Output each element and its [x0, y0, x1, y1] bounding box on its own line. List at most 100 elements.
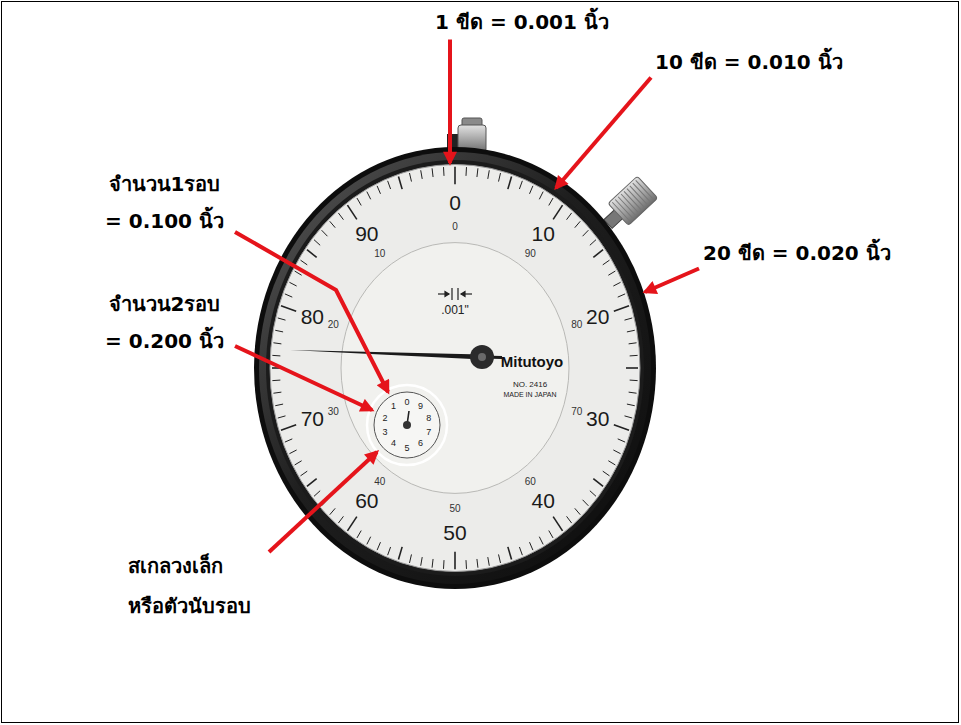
scale-tick [603, 471, 610, 476]
callout-arrow [235, 232, 388, 392]
scale-tick [285, 294, 292, 297]
counter-digit: 1 [391, 401, 396, 411]
scale-tick [300, 471, 307, 476]
knurl-line [618, 197, 636, 216]
scale-tick [630, 355, 638, 357]
resolution-mark: .001" [441, 304, 469, 318]
counter-hub [403, 421, 411, 429]
model-number: NO. 2416 [513, 380, 547, 389]
knurl-line [624, 191, 642, 210]
scale-tick [278, 318, 286, 320]
screw-knob [608, 176, 658, 225]
scale-tick [603, 260, 610, 265]
scale-tick [443, 560, 445, 569]
bezel-rim [259, 152, 651, 584]
scale-tick [377, 542, 380, 550]
scale-tick [549, 531, 553, 538]
scale-tick [608, 271, 615, 275]
scale-tick [409, 173, 411, 182]
knurl-line [636, 180, 654, 199]
knurling [612, 180, 653, 221]
dial-number: 0 [449, 191, 461, 215]
callout-text: จำนวน2รอบ = 0.200 นิ้ว [100, 286, 229, 360]
callout-text: จำนวน1รอบ = 0.100 นิ้ว [100, 166, 229, 240]
counter-digit: 5 [404, 443, 409, 453]
scale-tick [488, 557, 489, 566]
dial-number: 30 [586, 407, 609, 431]
scale-tick [477, 559, 478, 568]
resolution-symbol [438, 288, 472, 300]
scale-tick [272, 380, 280, 382]
scale-tick [367, 537, 371, 545]
scale-tick [421, 170, 422, 179]
scale-tick [590, 240, 596, 246]
scale-tick [519, 547, 522, 555]
reverse-dial-number: 20 [328, 319, 339, 331]
scale-tick [627, 404, 635, 406]
callout-text: 20 ขีด = 0.020 นิ้ว [703, 242, 891, 265]
scale-tick [300, 260, 307, 265]
callout-text: 10 ขีด = 0.010 นิ้ว [655, 51, 843, 74]
counter-digit: 7 [426, 427, 431, 437]
pointer-hub [470, 345, 494, 369]
counter-highlight-ring [367, 385, 447, 465]
scale-tick [618, 294, 625, 297]
dial-number: 70 [301, 407, 324, 431]
scale-ticks [272, 167, 638, 570]
bezel-outer [254, 147, 656, 589]
scale-tick [314, 491, 320, 497]
main-pointer [290, 350, 482, 360]
scale-tick [289, 450, 296, 454]
counter-digit: 0 [404, 397, 409, 407]
symbol-head [461, 292, 465, 297]
scale-tick [409, 554, 411, 563]
dial-number: 10 [531, 222, 554, 246]
reverse-dial-number: 10 [374, 248, 385, 260]
scale-tick [377, 186, 380, 194]
scale-tick [273, 392, 281, 393]
scale-tick [613, 450, 620, 454]
knurl-line [633, 183, 651, 202]
scale-tick [388, 547, 391, 555]
scale-tick [539, 537, 543, 545]
scale-tick [272, 355, 280, 357]
symbol-head [445, 292, 449, 297]
scale-tick [499, 554, 501, 563]
scale-tick [421, 557, 422, 566]
scale-tick [625, 318, 633, 320]
scale-tick [575, 221, 580, 227]
knurl-line [612, 202, 630, 221]
scale-tick [357, 198, 361, 205]
scale-tick [567, 213, 572, 220]
scale-tick [499, 173, 501, 182]
counter-digit: 2 [383, 413, 388, 423]
callout-arrow [645, 269, 699, 293]
reverse-dial-number: 30 [328, 406, 339, 418]
scale-tick [627, 330, 635, 332]
scale-tick [530, 186, 533, 194]
counter-digit: 4 [391, 438, 396, 448]
scale-tick [630, 380, 638, 382]
scale-tick [629, 343, 637, 344]
callout-arrow [448, 40, 452, 164]
scale-tick [530, 542, 533, 550]
scale-tick [465, 560, 467, 569]
dial-number: 80 [301, 305, 324, 329]
scale-tick [285, 439, 292, 442]
scale-tick [275, 330, 283, 332]
scale-tick [367, 192, 371, 200]
scale-tick [330, 221, 335, 227]
scale-tick [519, 181, 522, 189]
counter-digit: 8 [426, 413, 431, 423]
scale-tick [629, 392, 637, 393]
scale-tick [295, 461, 302, 465]
callout-arrow [235, 346, 372, 410]
scale-tick [281, 306, 296, 311]
scale-tick [338, 213, 343, 220]
scale-tick [454, 552, 456, 570]
knurl-line [630, 186, 648, 205]
scale-tick [275, 404, 283, 406]
brand-name: Mitutoyo [501, 353, 563, 370]
scale-tick [432, 168, 433, 177]
scale-tick [508, 177, 512, 190]
